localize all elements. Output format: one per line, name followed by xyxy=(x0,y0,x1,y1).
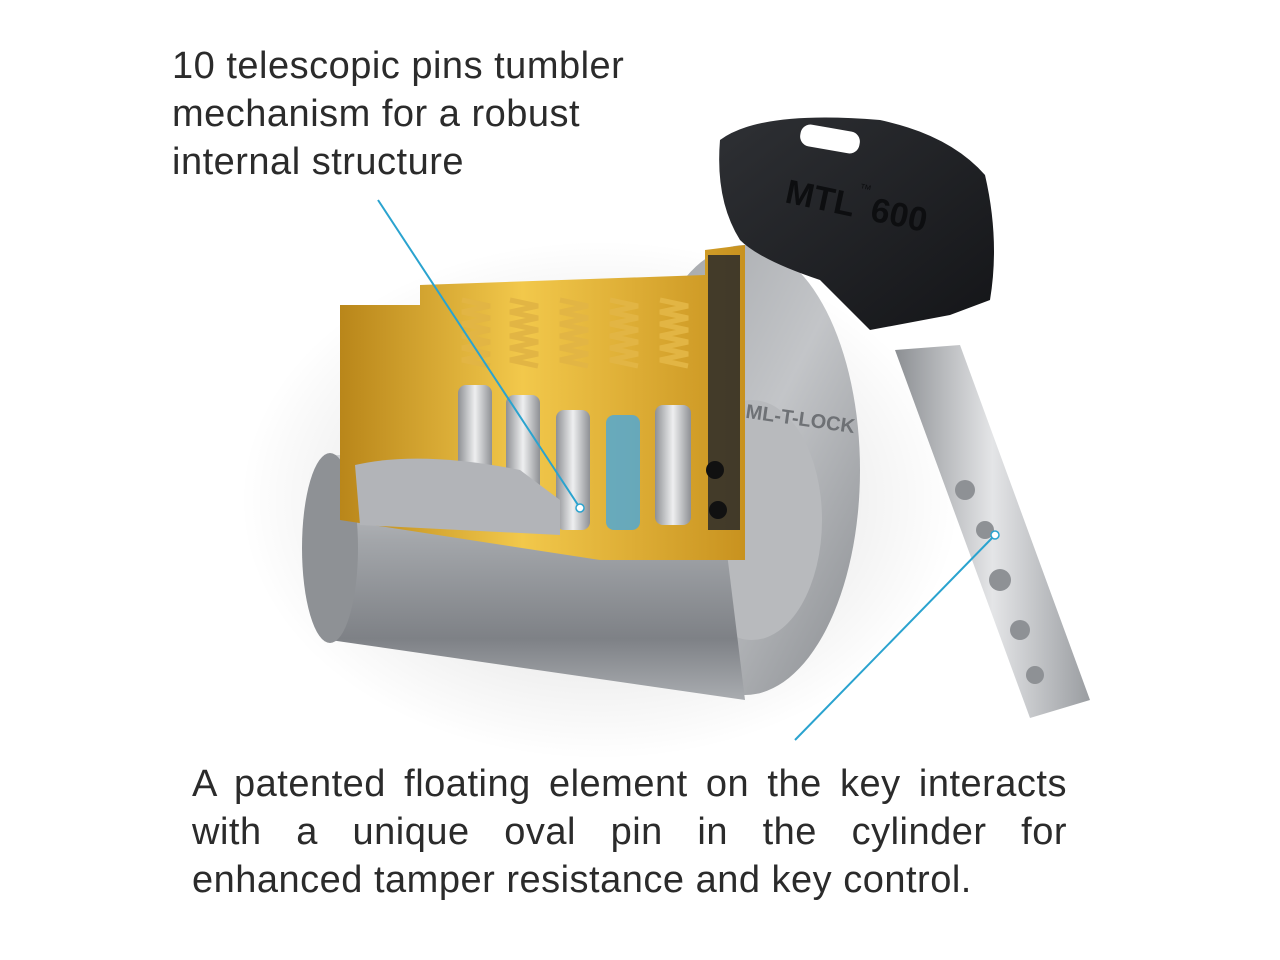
key-head xyxy=(719,117,994,330)
caption-line: 10 telescopic pins tumbler xyxy=(172,45,625,87)
caption-line: A patented floating element on the key i… xyxy=(192,763,1067,805)
caption-line: enhanced tamper resistance and key contr… xyxy=(192,859,972,901)
side-bar xyxy=(708,255,740,530)
side-bar-hole xyxy=(709,501,727,519)
key-ring-slot xyxy=(800,124,860,154)
pins-mechanism-caption: 10 telescopic pins tumbler mechanism for… xyxy=(172,42,664,186)
caption-line: internal structure xyxy=(172,141,465,183)
caption-line: with a unique oval pin in the cylinder f… xyxy=(192,811,1067,853)
caption-line: mechanism for a robust xyxy=(172,93,581,135)
svg-text:™: ™ xyxy=(858,181,873,197)
side-bar-hole xyxy=(706,461,724,479)
floating-element-caption: A patented floating element on the key i… xyxy=(192,760,1067,904)
